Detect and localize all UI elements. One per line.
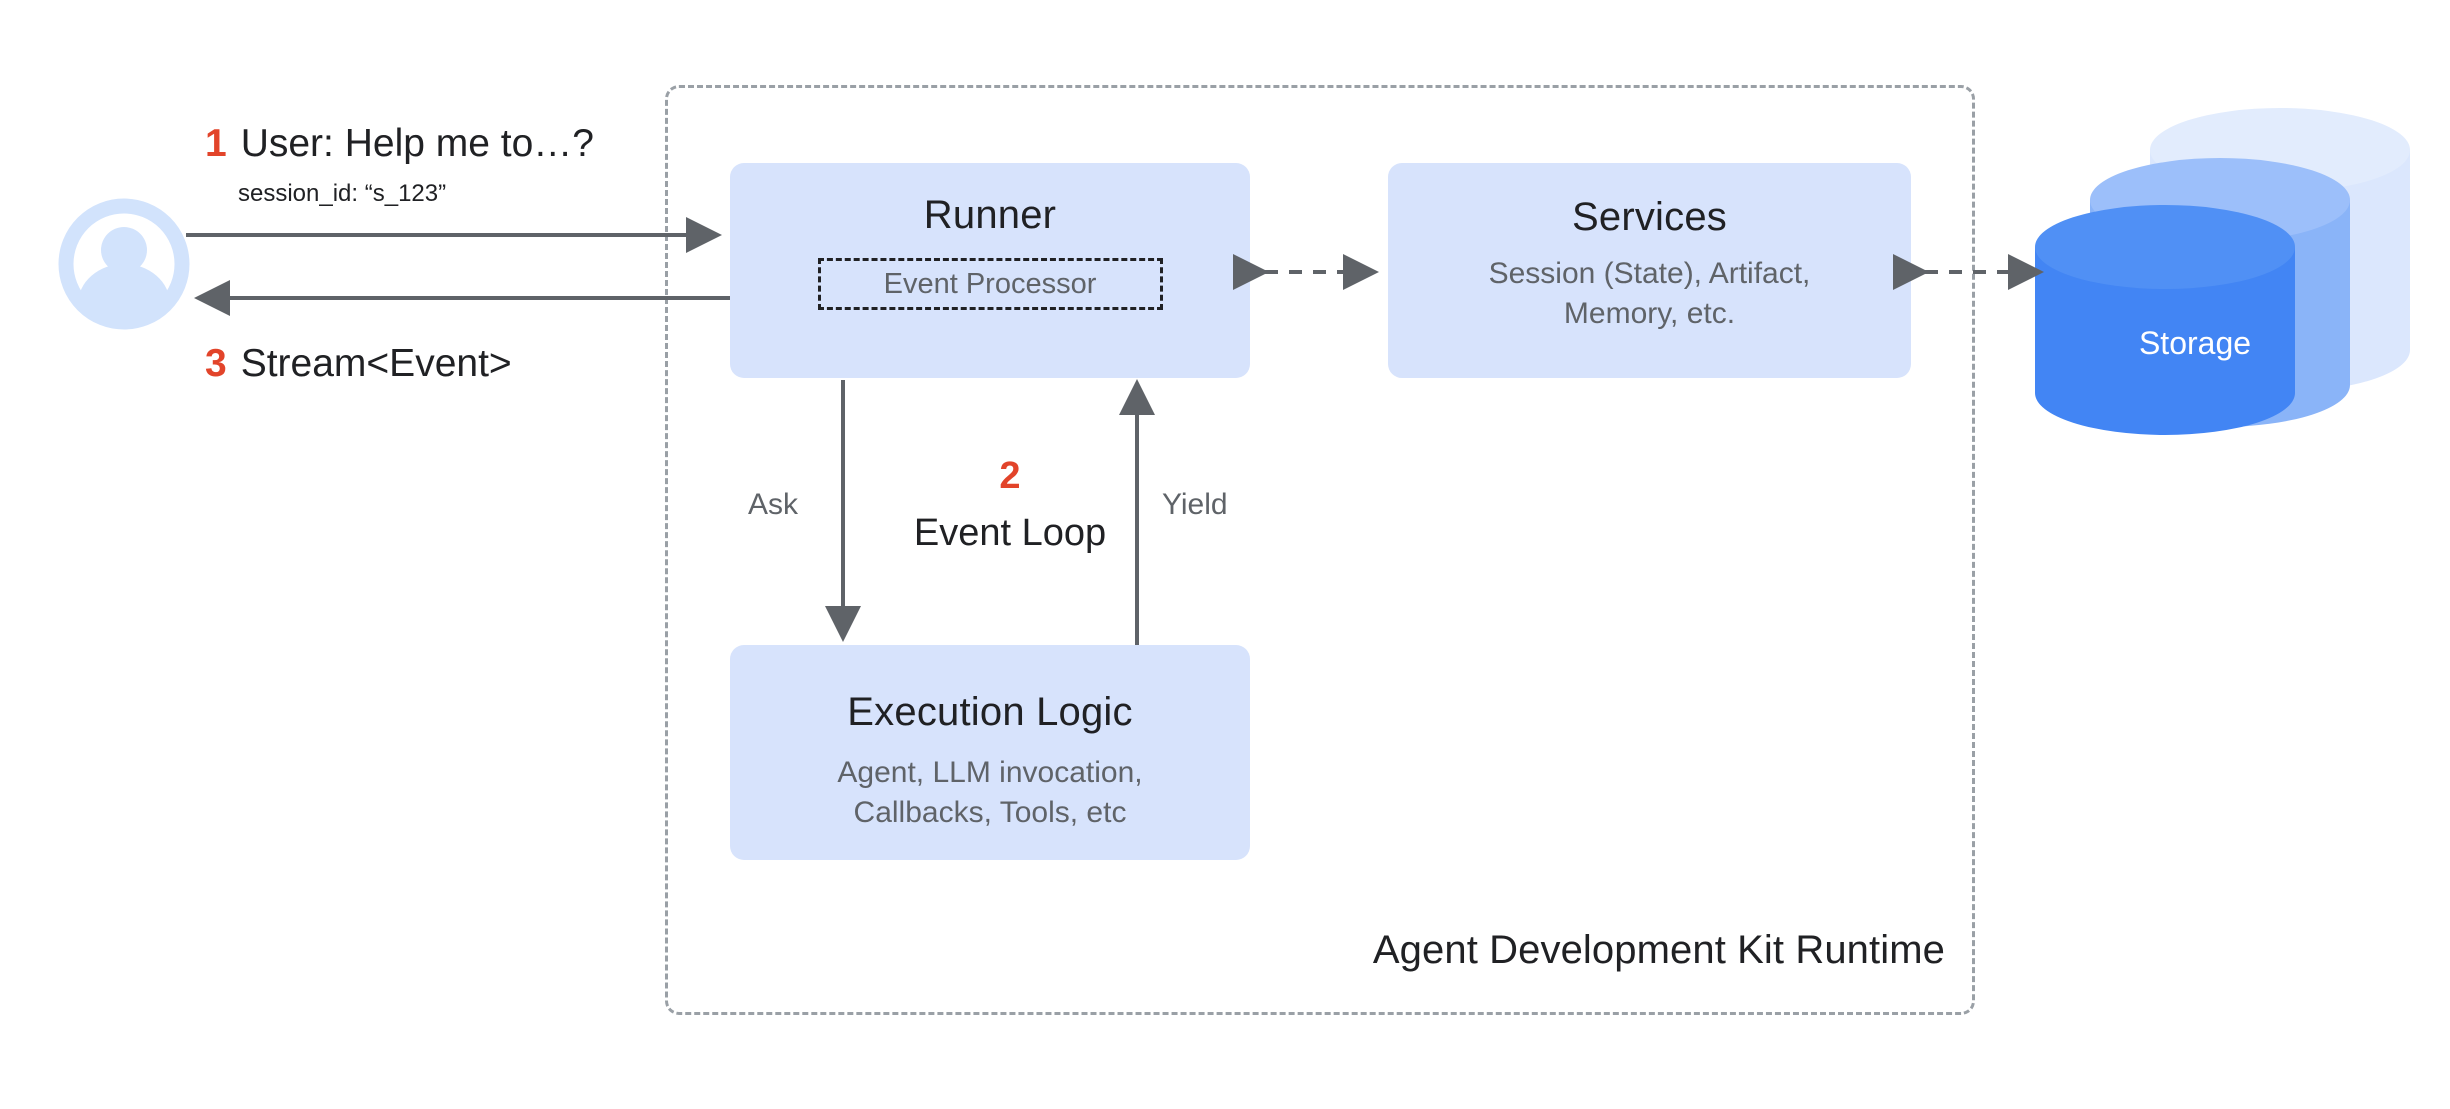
storage-cylinder-icon[interactable] bbox=[2030, 95, 2430, 445]
step-3-text: Stream<Event> bbox=[240, 342, 512, 385]
services-subtitle: Session (State), Artifact, Memory, etc. bbox=[1488, 257, 1811, 330]
services-node[interactable]: Services Session (State), Artifact, Memo… bbox=[1388, 163, 1911, 378]
ask-label: Ask bbox=[748, 488, 799, 521]
step-1-text: User: Help me to…? bbox=[240, 122, 594, 165]
step-1-annotation: 1 User: Help me to…? bbox=[205, 122, 594, 166]
event-loop-label: Event Loop bbox=[913, 512, 1107, 554]
execution-logic-node[interactable]: Execution Logic Agent, LLM invocation, C… bbox=[730, 645, 1250, 860]
user-avatar-icon bbox=[58, 198, 190, 330]
execution-logic-title: Execution Logic bbox=[847, 690, 1133, 734]
services-title: Services bbox=[1572, 195, 1727, 239]
runner-title: Runner bbox=[923, 193, 1057, 237]
adk-runtime-boundary bbox=[665, 85, 1975, 1015]
event-processor-label: Event Processor bbox=[883, 267, 1097, 300]
yield-label: Yield bbox=[1162, 488, 1228, 521]
adk-runtime-label: Agent Development Kit Runtime bbox=[1372, 928, 1945, 972]
execution-logic-subtitle: Agent, LLM invocation, Callbacks, Tools,… bbox=[837, 756, 1143, 829]
step-3-number: 3 bbox=[205, 342, 227, 385]
step-2-number: 2 bbox=[999, 455, 1021, 497]
session-id-text: session_id: “s_123” bbox=[238, 180, 447, 207]
event-processor-box[interactable]: Event Processor bbox=[817, 258, 1163, 310]
step-1-number: 1 bbox=[205, 122, 227, 165]
step-3-annotation: 3 Stream<Event> bbox=[205, 342, 512, 386]
runner-node[interactable]: Runner Event Processor bbox=[730, 163, 1250, 378]
